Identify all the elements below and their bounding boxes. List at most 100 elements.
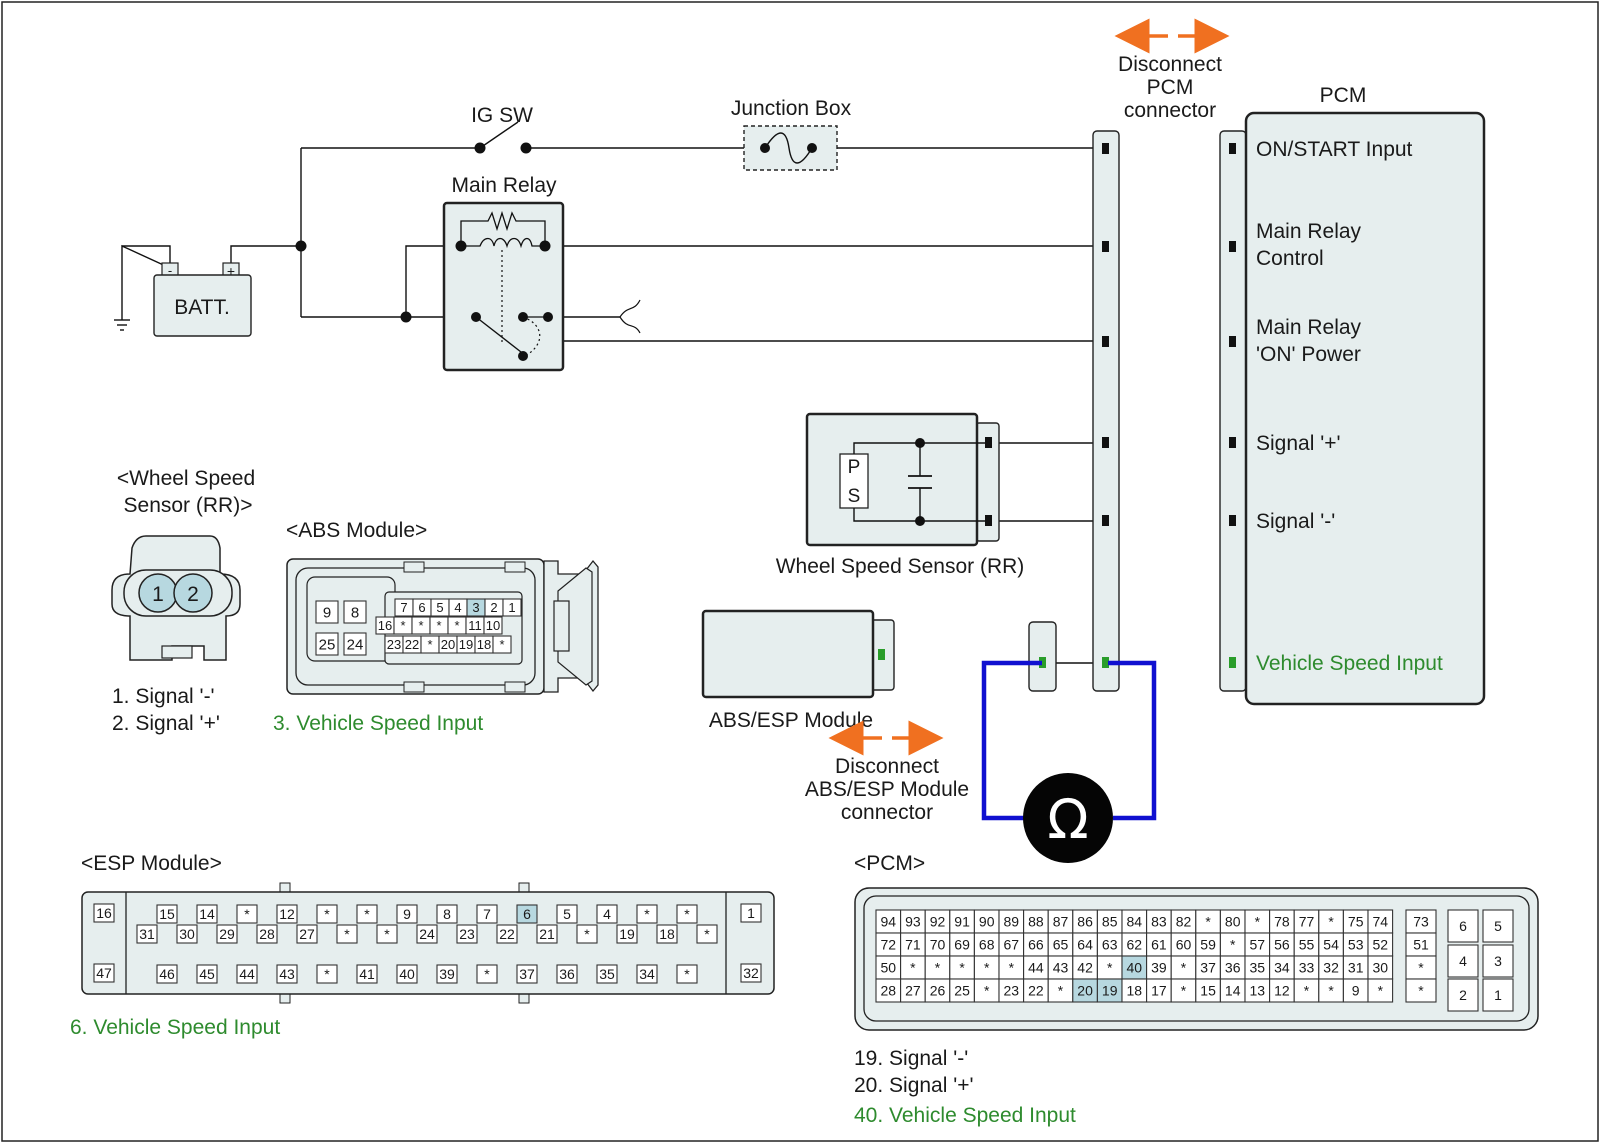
pcm-pin-r0-19-label: 75: [1348, 914, 1364, 930]
esp-pin-r2-11-label: *: [584, 926, 590, 942]
pcm-pin-r0-20-label: 74: [1373, 914, 1389, 930]
esp-pin-r2-0: 31: [136, 924, 158, 944]
esp-pin-r1-7: 8: [436, 904, 458, 924]
esp-pin-r1-13: *: [676, 904, 698, 924]
pcm-pin-r1-10-label: 62: [1127, 937, 1143, 953]
pcm-pin-r0-6-label: 88: [1028, 914, 1044, 930]
abs-pin-r3-0: 23: [384, 635, 404, 654]
junction-box-label: Junction Box: [731, 97, 852, 120]
pcm-pin-r0-12-label: 82: [1176, 914, 1192, 930]
pcm-pin-r2-16: 34: [1269, 955, 1295, 980]
pcm-pin-r1-1: 71: [900, 932, 926, 957]
pcm-pin-r3-18: *: [1318, 978, 1344, 1003]
esp-pin-r2-4: 27: [296, 924, 318, 944]
esp-pin-r3-3: 43: [276, 964, 298, 984]
abs-pin-25-label: 25: [319, 636, 336, 653]
pcm-pin-r1-12-label: 60: [1176, 937, 1192, 953]
pcm-pin-r3-9: 19: [1096, 978, 1123, 1003]
esp-pin-47-label: 47: [96, 965, 112, 981]
wss-s: S: [848, 486, 861, 507]
pcm-pin-r1-20-label: 52: [1373, 937, 1389, 953]
pcm-pin-r2-14-label: 36: [1225, 960, 1241, 976]
pcm-pin-r3-7: *: [1047, 978, 1074, 1003]
pcm-pin-r0-13: *: [1195, 909, 1221, 934]
pcm-pin-r2-20-label: 30: [1373, 960, 1389, 976]
pcm-pin-r0-18: *: [1318, 909, 1344, 934]
pcm-pin-r0-11-label: 83: [1151, 914, 1167, 930]
esp-pin-r3-12-label: 34: [639, 966, 655, 982]
pcm-pin-r0-16: 78: [1269, 909, 1295, 934]
disconnect-pcm-line1: Disconnect: [1118, 53, 1222, 76]
esp-pin-r1-10: 5: [556, 904, 578, 924]
esp-pin-r1-8: 7: [476, 904, 498, 924]
pcm-pin-r0-8: 86: [1072, 909, 1098, 934]
esp-conn-title: <ESP Module>: [81, 852, 222, 875]
abs-harness-connector: [1028, 621, 1057, 692]
pcm-pin-on-start: ON/START Input: [1256, 138, 1413, 161]
esp-pin-1: 1: [740, 903, 762, 923]
esp-pin-r2-3-label: 28: [259, 926, 275, 942]
pcm-pin-r3-2: 26: [924, 978, 951, 1003]
abs-pin-9-label: 9: [323, 604, 331, 621]
pcm-pin-block-6-label: 6: [1459, 918, 1467, 934]
main-relay: Main Relay: [442, 174, 565, 372]
pcm-pin-r1-3-label: 69: [954, 937, 970, 953]
abs-pin-r3-4-label: 19: [459, 637, 473, 652]
disconnect-abs-line2: ABS/ESP Module: [805, 778, 969, 801]
wss-p: P: [848, 457, 861, 478]
wss-pin-2: 2: [187, 583, 199, 606]
esp-pin-r1-3-label: 12: [279, 906, 295, 922]
esp-pin-r3-7: 39: [436, 964, 458, 984]
pcm-pin-r0-16-label: 78: [1274, 914, 1290, 930]
abs-pin-9: 9: [315, 600, 339, 624]
pcm-pin-r0-9: 85: [1096, 909, 1123, 934]
pcm-pin-r1-7: 65: [1047, 932, 1074, 957]
pcm-pin-r2-4-label: *: [984, 960, 990, 976]
pcm-pin-r0-5: 89: [998, 909, 1025, 934]
pcm-pin-r1-5-label: 67: [1004, 937, 1020, 953]
abs-pin-r2-0-label: 16: [378, 618, 392, 633]
esp-pin-r2-6-label: *: [384, 926, 390, 942]
pcm-pin-r0-6: 88: [1023, 909, 1049, 934]
abs-pin-r1-3-label: 4: [454, 600, 461, 615]
esp-pin-r3-0: 46: [156, 964, 178, 984]
pcm-pin-r1-8: 64: [1072, 932, 1098, 957]
disconnect-abs-line1: Disconnect: [835, 755, 939, 778]
wires: [114, 147, 1098, 664]
pcm-pin-r2-5: *: [998, 955, 1025, 980]
abs-pin-r2-1: *: [393, 616, 413, 635]
abs-pin-r1-5-label: 2: [490, 600, 497, 615]
pcm-pin-r1-6-label: 66: [1028, 937, 1044, 953]
esp-pin-32: 32: [740, 963, 762, 983]
pcm-legend-1: 19. Signal '-': [854, 1047, 968, 1070]
pcm-pin-side-0-label: 73: [1413, 914, 1429, 930]
wss-connector: 1 2: [111, 535, 241, 661]
batt-plus: +: [227, 263, 235, 279]
pcm-pin-r2-20: 30: [1367, 955, 1394, 980]
pcm-pin-r3-2-label: 26: [930, 983, 946, 999]
esp-pin-r2-2: 29: [216, 924, 238, 944]
pcm-pin-r0-1-label: 93: [905, 914, 921, 930]
abs-pin-r1-2: 5: [430, 598, 450, 617]
pcm-pin-r1-14: *: [1219, 932, 1246, 957]
pcm-pin-r2-18: 32: [1318, 955, 1344, 980]
pcm-pin-r3-12: *: [1170, 978, 1197, 1003]
pcm-module: [1244, 111, 1486, 706]
esp-pin-r3-1: 45: [196, 964, 218, 984]
esp-pin-r2-6: *: [376, 924, 398, 944]
pcm-pin-r2-17-label: 33: [1299, 960, 1315, 976]
pcm-pin-r3-13-label: 15: [1200, 983, 1216, 999]
esp-pin-r3-8: *: [476, 964, 498, 984]
esp-pin-r2-4-label: 27: [299, 926, 315, 942]
esp-pin-r1-2-label: *: [244, 906, 250, 922]
esp-pin-r3-12: 34: [636, 964, 658, 984]
abs-pin-r2-5: 11: [465, 616, 485, 635]
esp-pin-r3-6: 40: [396, 964, 418, 984]
abs-pin-r2-3-label: *: [436, 618, 441, 633]
pcm-pin-r3-11-label: 17: [1151, 983, 1167, 999]
pcm-pin-r2-4: *: [973, 955, 1000, 980]
pcm-pin-side-2-label: *: [1418, 960, 1424, 976]
pcm-pin-r0-7: 87: [1047, 909, 1074, 934]
